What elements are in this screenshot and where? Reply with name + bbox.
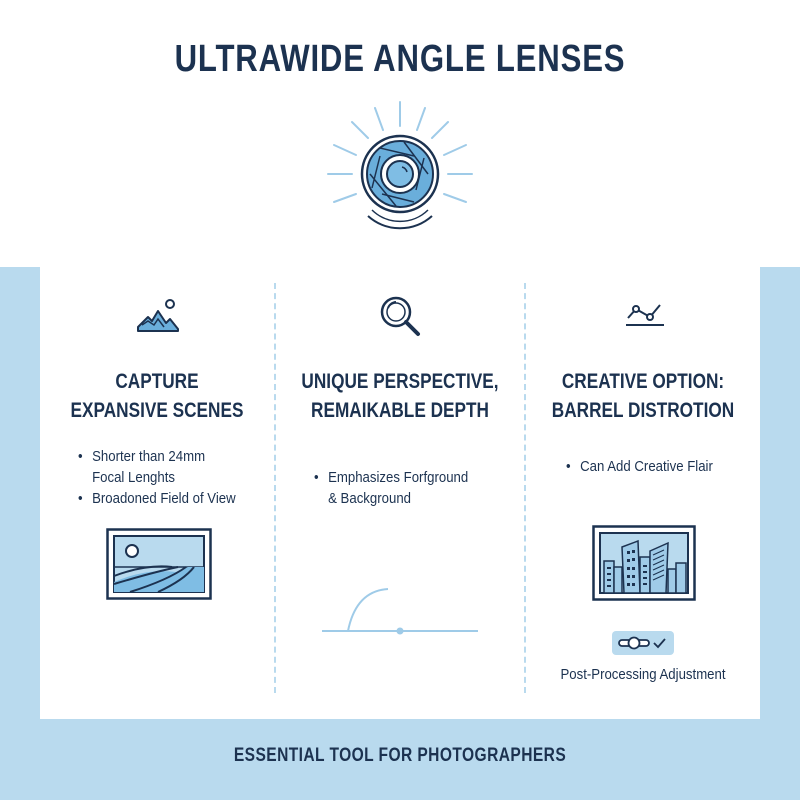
bullet-item: Broadoned Field of View [78,488,236,509]
page-title: ULTRAWIDE ANGLE LENSES [174,38,626,80]
magnifier-icon [380,296,420,336]
bullet-item: Shorter than 24mm Focal Lenghts [78,446,236,488]
landscape-photo-frame-icon [106,528,212,600]
heading-line: BARREL DISTROTION [551,399,735,422]
slider-check-icon [618,636,666,650]
column-capture-scenes: CAPTURE EXPANSIVE SCENES Shorter than 24… [40,267,274,719]
camera-aperture-lens-icon [327,101,473,230]
bullet-list: Emphasizes Forfground & Background [314,467,468,509]
bullet-item: Emphasizes Forfground & Background [314,467,468,509]
heading-line: CREATIVE OPTION: [561,370,725,393]
mountain-landscape-icon [137,299,179,332]
column-divider [274,283,276,693]
column-divider [524,283,526,693]
column-barrel-distortion: CREATIVE OPTION: BARREL DISTROTION Can A… [526,267,760,719]
bullet-list: Shorter than 24mm Focal Lenghts Broadone… [78,446,236,509]
distorted-city-photo-icon [592,525,696,601]
heading-line: REMAIKABLE DEPTH [311,399,489,422]
heading-line: CAPTURE [115,370,199,393]
angle-arc-diagram [322,588,478,635]
column-unique-perspective: UNIQUE PERSPECTIVE, REMAIKABLE DEPTH Emp… [276,267,524,719]
bullet-item: Can Add Creative Flair [566,456,713,477]
adjustment-chip [612,631,674,655]
heading-line: UNIQUE PERSPECTIVE, [301,370,499,393]
post-processing-caption: Post-Processing Adjustment [560,666,726,683]
footer-tagline: ESSENTIAL TOOL FOR PHOTOGRAPHERS [233,745,567,766]
bullet-list: Can Add Creative Flair [566,456,713,477]
line-graph-icon [626,304,664,326]
heading-line: EXPANSIVE SCENES [70,399,244,422]
